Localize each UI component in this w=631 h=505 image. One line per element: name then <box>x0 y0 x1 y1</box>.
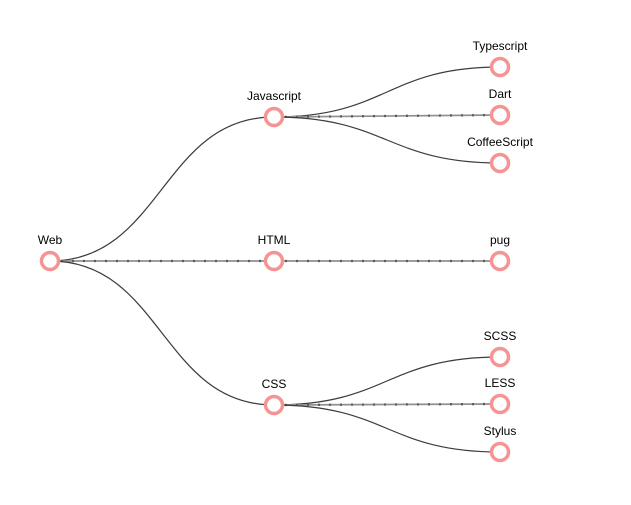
node-label-less[interactable]: LESS <box>485 376 516 390</box>
node-circle-coffeescript[interactable] <box>489 152 511 174</box>
edge-javascript-coffeescript <box>273 116 501 164</box>
tree-node-web[interactable]: Web <box>38 233 63 272</box>
tree-node-css[interactable]: CSS <box>262 377 287 416</box>
node-label-javascript[interactable]: Javascript <box>247 89 302 103</box>
edge-web-css <box>49 260 275 406</box>
node-label-stylus[interactable]: Stylus <box>484 424 517 438</box>
tree-node-stylus[interactable]: Stylus <box>484 424 517 463</box>
node-label-css[interactable]: CSS <box>262 377 287 391</box>
tree-node-dart[interactable]: Dart <box>489 87 512 126</box>
node-circle-stylus[interactable] <box>489 441 511 463</box>
tree-node-less[interactable]: LESS <box>485 376 516 415</box>
node-label-dart[interactable]: Dart <box>489 87 512 101</box>
node-circle-html[interactable] <box>263 250 285 272</box>
node-label-web[interactable]: Web <box>38 233 63 247</box>
node-label-html[interactable]: HTML <box>258 233 291 247</box>
edge-ticks-javascript-dart <box>273 113 501 119</box>
node-label-pug[interactable]: pug <box>490 233 510 247</box>
node-circle-pug[interactable] <box>489 250 511 272</box>
tree-node-typescript[interactable]: Typescript <box>473 39 528 78</box>
node-circle-typescript[interactable] <box>489 56 511 78</box>
tree-node-coffeescript[interactable]: CoffeeScript <box>467 135 534 174</box>
node-circle-web[interactable] <box>39 250 61 272</box>
tree-node-pug[interactable]: pug <box>489 233 511 272</box>
tree-node-scss[interactable]: SCSS <box>484 329 517 368</box>
node-circle-css[interactable] <box>263 394 285 416</box>
tree-node-html[interactable]: HTML <box>258 233 291 272</box>
node-circle-scss[interactable] <box>489 346 511 368</box>
edge-web-javascript <box>49 116 275 262</box>
tree-edges <box>49 66 501 453</box>
edge-ticks-css-less <box>273 402 501 407</box>
node-label-scss[interactable]: SCSS <box>484 329 517 343</box>
node-label-coffeescript[interactable]: CoffeeScript <box>467 135 533 149</box>
edge-css-scss <box>273 356 501 406</box>
tree-node-javascript[interactable]: Javascript <box>247 89 302 128</box>
edge-javascript-typescript <box>273 66 501 118</box>
node-circle-javascript[interactable] <box>263 106 285 128</box>
node-circle-dart[interactable] <box>489 104 511 126</box>
edge-css-stylus <box>273 404 501 453</box>
node-circle-less[interactable] <box>489 393 511 415</box>
node-label-typescript[interactable]: Typescript <box>473 39 528 53</box>
